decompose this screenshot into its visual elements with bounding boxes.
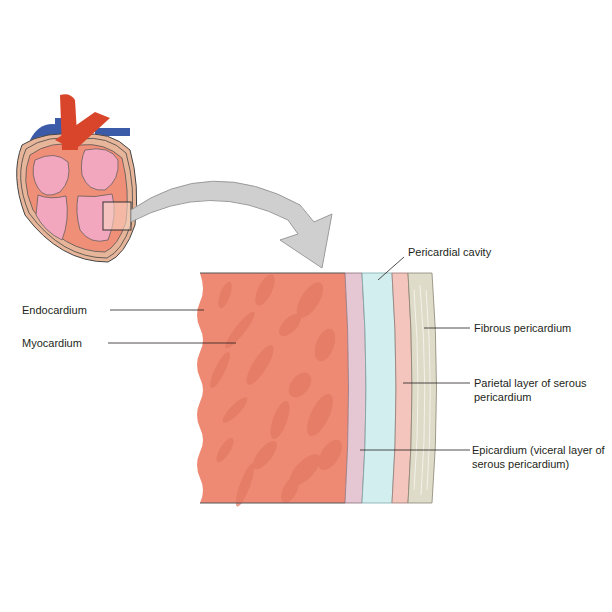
layer-label: Myocardium	[22, 336, 108, 350]
heart-wall-layers	[197, 272, 437, 509]
layer-label: Fibrous pericardium	[474, 321, 604, 335]
layer-label: Epicardium (viceral layer of serous peri…	[472, 443, 606, 471]
layer-label: Endocardium	[22, 303, 110, 317]
region-label: Pericardial cavity	[408, 245, 528, 259]
heart-icon	[17, 94, 137, 262]
layer-label: Parietal layer of serous pericardium	[474, 376, 604, 404]
zoom-arrow	[131, 181, 332, 268]
leader-lines	[108, 257, 470, 450]
